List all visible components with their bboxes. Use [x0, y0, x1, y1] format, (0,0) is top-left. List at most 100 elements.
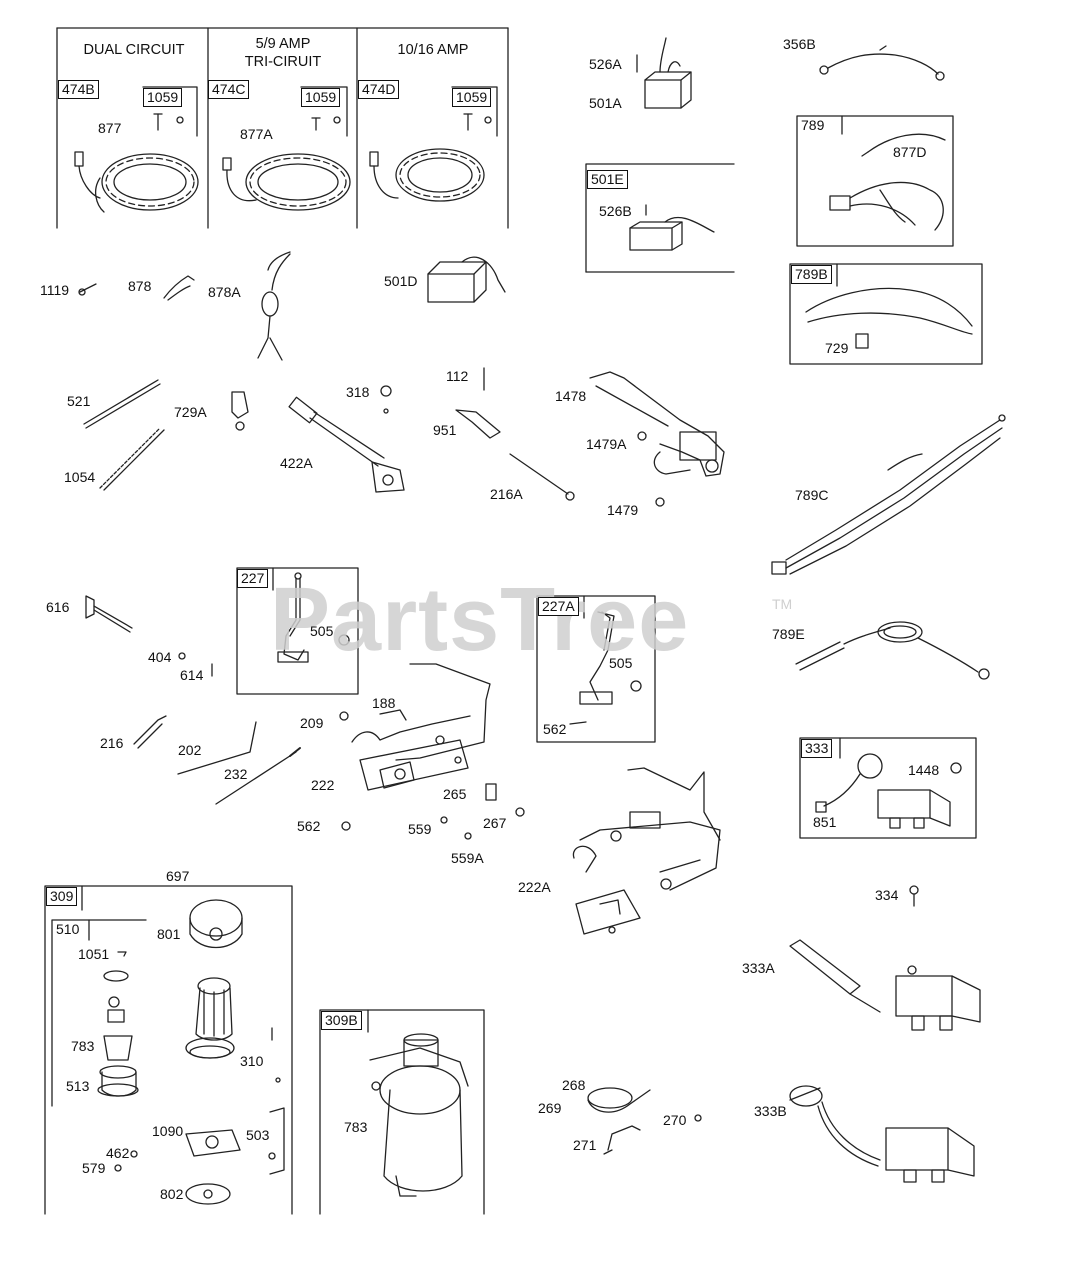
- part-label-334: 334: [875, 887, 899, 903]
- header-dual-circuit: DUAL CIRCUIT: [83, 42, 185, 58]
- part-label-783: 783: [71, 1038, 95, 1054]
- stator-ring-474C: [222, 153, 351, 211]
- part-label-356B: 356B: [783, 36, 816, 52]
- links-216-202-232: [133, 715, 301, 805]
- part-label-503: 503: [246, 1127, 270, 1143]
- screw-334: [909, 885, 919, 907]
- stator-panels-frame: [56, 27, 509, 229]
- part-label-877A: 877A: [240, 126, 273, 142]
- part-label-216A: 216A: [490, 486, 523, 502]
- part-label-521: 521: [67, 393, 91, 409]
- bracket-222: [339, 663, 525, 840]
- group-tag-474B: 474B: [58, 80, 99, 99]
- lead-356B: [819, 45, 945, 81]
- part-label-729A: 729A: [174, 404, 207, 420]
- watermark-trademark: TM: [772, 596, 793, 612]
- part-label-505: 505: [310, 623, 334, 639]
- part-label-318: 318: [346, 384, 370, 400]
- group-tag-309B: 309B: [321, 1011, 362, 1030]
- small-parts-mid: [380, 367, 575, 501]
- group-tag-227A: 227A: [538, 597, 579, 616]
- spring-1054: [99, 427, 165, 491]
- part-label-579: 579: [82, 1160, 106, 1176]
- part-label-951: 951: [433, 422, 457, 438]
- part-label-188: 188: [372, 695, 396, 711]
- lead-789E: [795, 621, 990, 680]
- part-label-1119: 1119: [40, 282, 70, 298]
- box-501E: [585, 163, 735, 273]
- part-label-501D: 501D: [384, 273, 418, 289]
- part-label-505: 505: [609, 655, 633, 671]
- part-label-559A: 559A: [451, 850, 484, 866]
- group-tag-309: 309: [46, 887, 78, 906]
- lever-422A: [288, 396, 405, 493]
- part-label-112: 112: [446, 368, 469, 384]
- part-label-802: 802: [160, 1186, 184, 1202]
- lever-616: [85, 595, 213, 677]
- rectifier-501A: [636, 37, 692, 109]
- box-227: [236, 567, 359, 695]
- part-label-878A: 878A: [208, 284, 241, 300]
- part-label-1479A: 1479A: [586, 436, 627, 452]
- part-label-526B: 526B: [599, 203, 632, 219]
- part-label-1448: 1448: [908, 762, 940, 778]
- part-label-232: 232: [224, 766, 248, 782]
- part-label-526A: 526A: [589, 56, 622, 72]
- box-789B: [789, 263, 983, 365]
- group-tag-333: 333: [801, 739, 833, 758]
- box-227A: [536, 595, 656, 743]
- group-tag-1059: 1059: [452, 88, 492, 107]
- part-label-851: 851: [813, 814, 837, 830]
- box-789: [796, 115, 954, 247]
- group-tag-227: 227: [237, 569, 269, 588]
- part-label-877D: 877D: [893, 144, 927, 160]
- part-label-333B: 333B: [754, 1103, 787, 1119]
- part-label-562: 562: [543, 721, 567, 737]
- starter-parts-309: [97, 899, 285, 1205]
- watermark: PartsTree: [270, 570, 690, 670]
- part-label-222A: 222A: [518, 879, 551, 895]
- bracket-1478: [589, 371, 725, 507]
- group-tag-1059: 1059: [143, 88, 183, 107]
- stator-ring-474D: [369, 148, 485, 202]
- part-label-222: 222: [311, 777, 335, 793]
- bracket-729A: [231, 391, 249, 431]
- part-label-877: 877: [98, 120, 122, 136]
- part-label-729: 729: [825, 340, 849, 356]
- rod-521: [83, 379, 161, 429]
- part-label-271: 271: [573, 1137, 597, 1153]
- small-parts-row1: [78, 251, 291, 361]
- part-label-1054: 1054: [64, 469, 96, 485]
- part-label-333A: 333A: [742, 960, 775, 976]
- box-309B: [319, 1009, 485, 1215]
- group-tag-1059: 1059: [301, 88, 341, 107]
- screws-1059: [153, 113, 492, 131]
- part-label-501A: 501A: [589, 95, 622, 111]
- group-tag-474C: 474C: [208, 80, 250, 99]
- group-tag-789: 789: [798, 117, 828, 134]
- small-parts-268-271: [587, 1087, 702, 1155]
- group-tag-510: 510: [53, 921, 83, 938]
- part-label-202: 202: [178, 742, 202, 758]
- part-label-616: 616: [46, 599, 70, 615]
- part-label-783: 783: [344, 1119, 368, 1135]
- part-label-789C: 789C: [795, 487, 829, 503]
- part-label-267: 267: [483, 815, 507, 831]
- header-tri-circuit: TRI-CIRUIT: [244, 54, 322, 70]
- part-label-216: 216: [100, 735, 124, 751]
- group-tag-789B: 789B: [791, 265, 832, 284]
- part-label-268: 268: [562, 1077, 586, 1093]
- part-label-789E: 789E: [772, 626, 805, 642]
- part-label-422A: 422A: [280, 455, 313, 471]
- part-label-1051: 1051: [78, 946, 110, 962]
- part-label-614: 614: [180, 667, 204, 683]
- part-label-404: 404: [148, 649, 172, 665]
- module-333B: [789, 1085, 975, 1183]
- header-10-16-amp: 10/16 AMP: [397, 42, 469, 58]
- module-333A: [789, 939, 981, 1031]
- part-label-513: 513: [66, 1078, 90, 1094]
- part-label-462: 462: [106, 1145, 130, 1161]
- bracket-222A: [572, 767, 721, 935]
- part-label-562: 562: [297, 818, 321, 834]
